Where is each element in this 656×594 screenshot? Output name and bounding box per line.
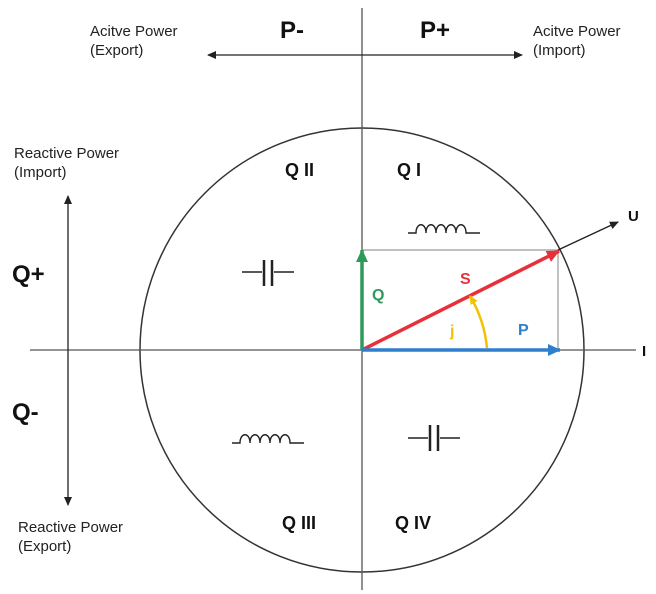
reactive-power-import-subtitle: (Import) [14,164,67,181]
capacitor-icon-q2 [242,260,294,286]
q-minus-label: Q- [12,399,39,426]
capacitor-icon-q4 [408,425,460,451]
inductor-icon-q3 [232,434,304,444]
reactive-power-export-title: Reactive Power [18,519,123,536]
inductor-icon-q1 [408,224,480,234]
quadrant-2-label: Q II [285,160,314,180]
p-minus-label: P- [280,17,304,44]
quadrant-1-label: Q I [397,160,421,180]
angle-label: j [449,323,454,340]
active-power-import-title: Acitve Power [533,23,621,40]
reactive-power-export-subtitle: (Export) [18,538,71,555]
active-power-import-subtitle: (Import) [533,42,586,59]
s-label: S [460,271,471,288]
q-plus-label: Q+ [12,261,45,288]
voltage-vector [557,221,619,251]
active-power-export-title: Acitve Power [90,23,178,40]
q-vector-label: Q [372,287,384,304]
quadrant-3-label: Q III [282,513,316,533]
u-label: U [628,208,639,225]
p-plus-label: P+ [420,17,450,44]
s-vector [361,249,560,352]
active-power-export-subtitle: (Export) [90,42,143,59]
quadrant-4-label: Q IV [395,513,431,533]
phase-angle-arc [468,295,489,349]
reactive-power-import-title: Reactive Power [14,145,119,162]
i-label: I [642,343,646,360]
p-vector-label: P [518,322,529,339]
